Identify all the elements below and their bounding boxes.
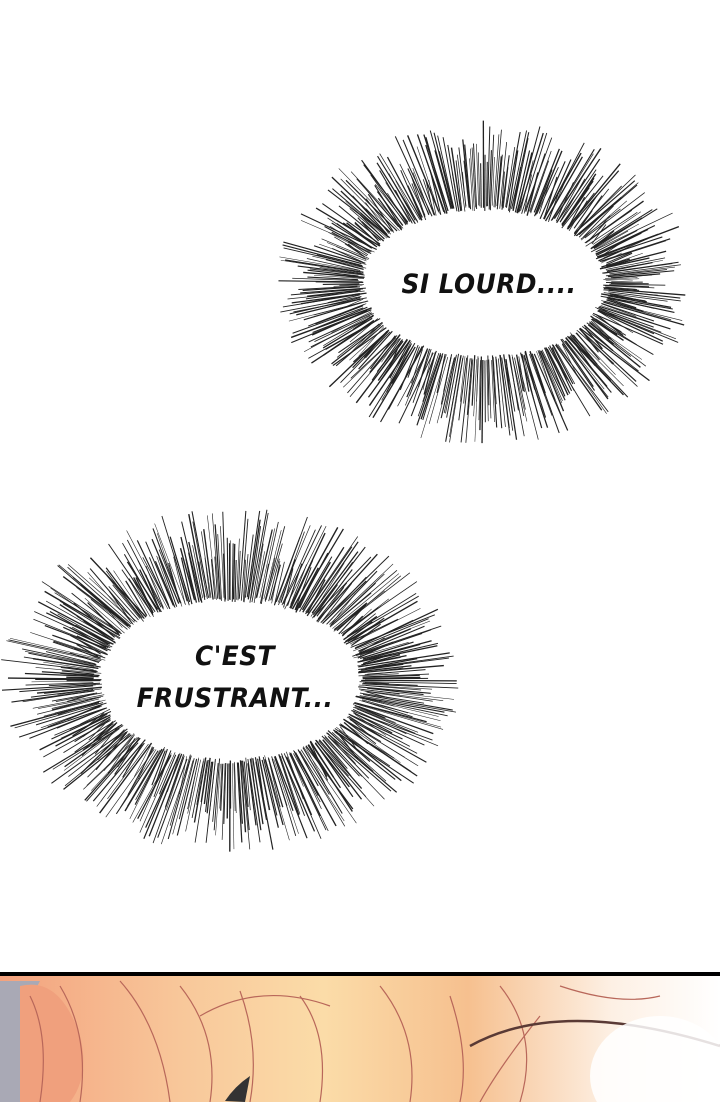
- speed-line: [334, 285, 363, 286]
- speed-line: [597, 227, 678, 258]
- speed-line: [325, 227, 372, 252]
- speed-line: [496, 357, 502, 429]
- speed-line: [227, 763, 228, 818]
- speed-line: [260, 522, 278, 604]
- speed-line: [233, 544, 234, 600]
- speed-line: [232, 763, 234, 849]
- speed-line: [580, 328, 649, 380]
- speed-line: [346, 596, 419, 638]
- speed-line: [255, 757, 272, 849]
- speed-line: [323, 284, 360, 285]
- bubble-text-line-2: FRUSTRANT...: [134, 678, 336, 720]
- speed-line: [278, 281, 362, 282]
- speed-line: [611, 281, 632, 282]
- bubble-text-cest-frustrant: C'EST FRUSTRANT...: [134, 636, 336, 720]
- speed-line: [81, 731, 125, 774]
- speed-line: [378, 156, 418, 222]
- speed-line: [66, 677, 94, 678]
- speed-line: [152, 539, 179, 604]
- speed-line: [351, 335, 397, 378]
- speed-line: [481, 163, 482, 207]
- speed-line: [162, 516, 189, 605]
- speed-line: [487, 162, 488, 207]
- speed-line: [603, 278, 637, 280]
- speed-line: [227, 538, 228, 601]
- speed-line: [466, 360, 473, 443]
- thought-bubbles: [0, 0, 720, 970]
- speed-line: [451, 148, 460, 211]
- panel-artwork: [0, 976, 720, 1102]
- speed-line: [521, 160, 534, 211]
- speed-line: [264, 530, 281, 599]
- speed-line: [235, 560, 236, 602]
- speed-line: [482, 360, 483, 443]
- speed-line: [140, 752, 175, 832]
- bubble-text-si-lourd: SI LOURD....: [392, 264, 585, 306]
- speed-line: [459, 358, 467, 421]
- speed-line: [51, 588, 117, 634]
- speed-line: [356, 341, 403, 403]
- bubble-text-line-1: C'EST: [134, 636, 336, 678]
- speed-line: [497, 155, 502, 210]
- speed-line: [122, 543, 161, 612]
- speed-line: [597, 308, 676, 338]
- speed-line: [221, 764, 223, 811]
- speed-line: [463, 139, 470, 207]
- comic-panel-hair-closeup: [0, 972, 720, 1102]
- speed-line: [609, 284, 665, 285]
- speed-line: [489, 360, 491, 419]
- speed-line: [502, 155, 509, 209]
